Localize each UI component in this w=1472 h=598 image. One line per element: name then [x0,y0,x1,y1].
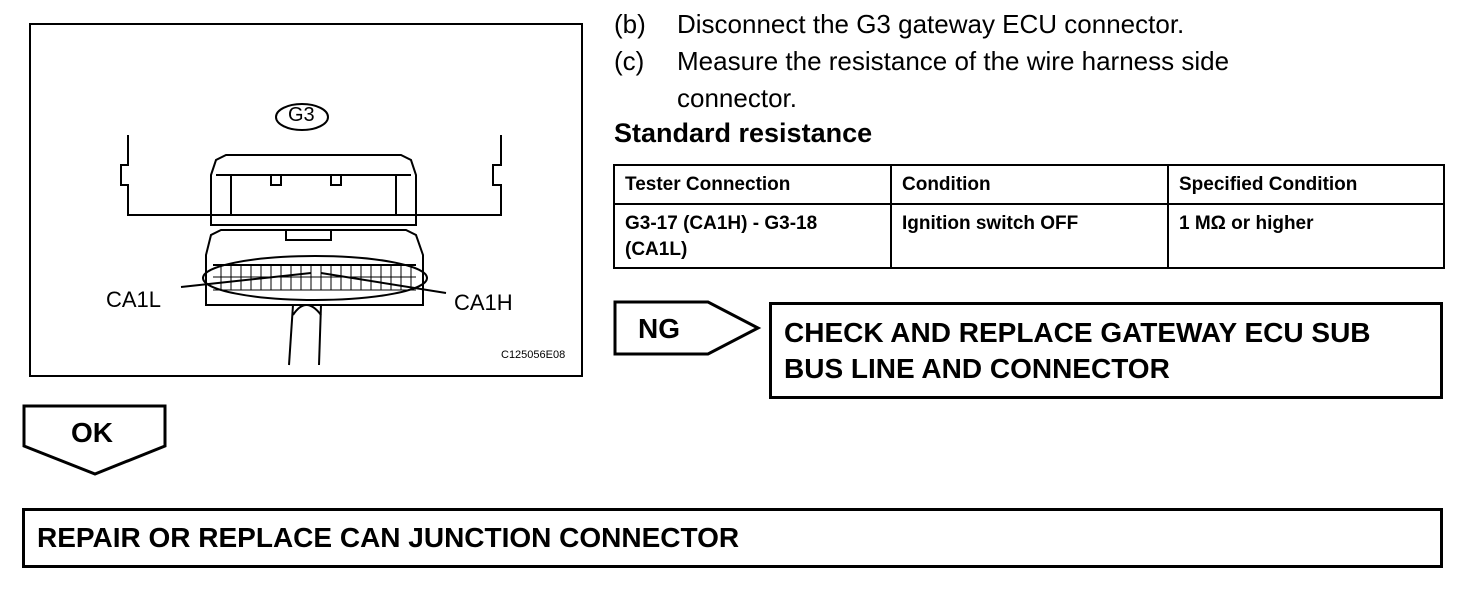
pin-right-label: CA1H [454,290,513,315]
spec-table: Tester Connection Condition Specified Co… [613,164,1445,269]
ok-arrow-icon [22,404,167,476]
step-marker: (b) [614,9,646,39]
cell-condition: Ignition switch OFF [890,203,1169,269]
figure-code: C125056E08 [501,349,566,361]
g3-oval [275,103,329,131]
connector-figure: G3 CA1L CA1H C125056E08 [29,23,583,377]
ok-result-box: REPAIR OR REPLACE CAN JUNCTION CONNECTOR [22,508,1443,568]
ok-label: OK [71,417,113,448]
connection-line2: (CA1L) [625,239,688,260]
harness-connector [205,229,424,306]
ng-arrow-icon [613,300,762,356]
ng-result-box: CHECK AND REPLACE GATEWAY ECU SUB BUS LI… [769,302,1443,399]
connector-drawing [120,103,502,366]
header-specified-condition: Specified Condition [1167,164,1445,205]
ecu-connector [210,154,417,226]
header-condition: Condition [890,164,1169,205]
table-row: G3-17 (CA1H) - G3-18 (CA1L) Ignition swi… [613,203,1445,269]
pin-left-label: CA1L [106,287,162,312]
connection-line1: G3-17 (CA1H) - G3-18 [625,213,818,234]
cell-tester-connection: G3-17 (CA1H) - G3-18 (CA1L) [613,203,892,269]
table-header-row: Tester Connection Condition Specified Co… [613,164,1445,205]
step-text: Measure the resistance of the wire harne… [677,46,1230,76]
ng-result-line2: BUS LINE AND CONNECTOR [784,353,1170,384]
header-tester-connection: Tester Connection [613,164,892,205]
cell-specified: 1 MΩ or higher [1167,203,1445,269]
pin-highlight [202,255,428,301]
ng-label: NG [638,313,680,344]
ca1l-leader [180,272,312,288]
ng-result-line1: CHECK AND REPLACE GATEWAY ECU SUB [784,317,1371,348]
ecu-bracket [120,135,502,216]
standard-title: Standard resistance [614,118,873,148]
step-text-cont: connector. [677,83,797,113]
connector-label: G3 [288,104,315,126]
step-b: (b) Disconnect the G3 gateway ECU connec… [614,9,1454,39]
step-text: Disconnect the G3 gateway ECU connector. [677,9,1185,39]
step-c: (c) Measure the resistance of the wire h… [614,46,1454,114]
step-marker: (c) [614,46,645,76]
ca1h-leader [320,272,447,294]
